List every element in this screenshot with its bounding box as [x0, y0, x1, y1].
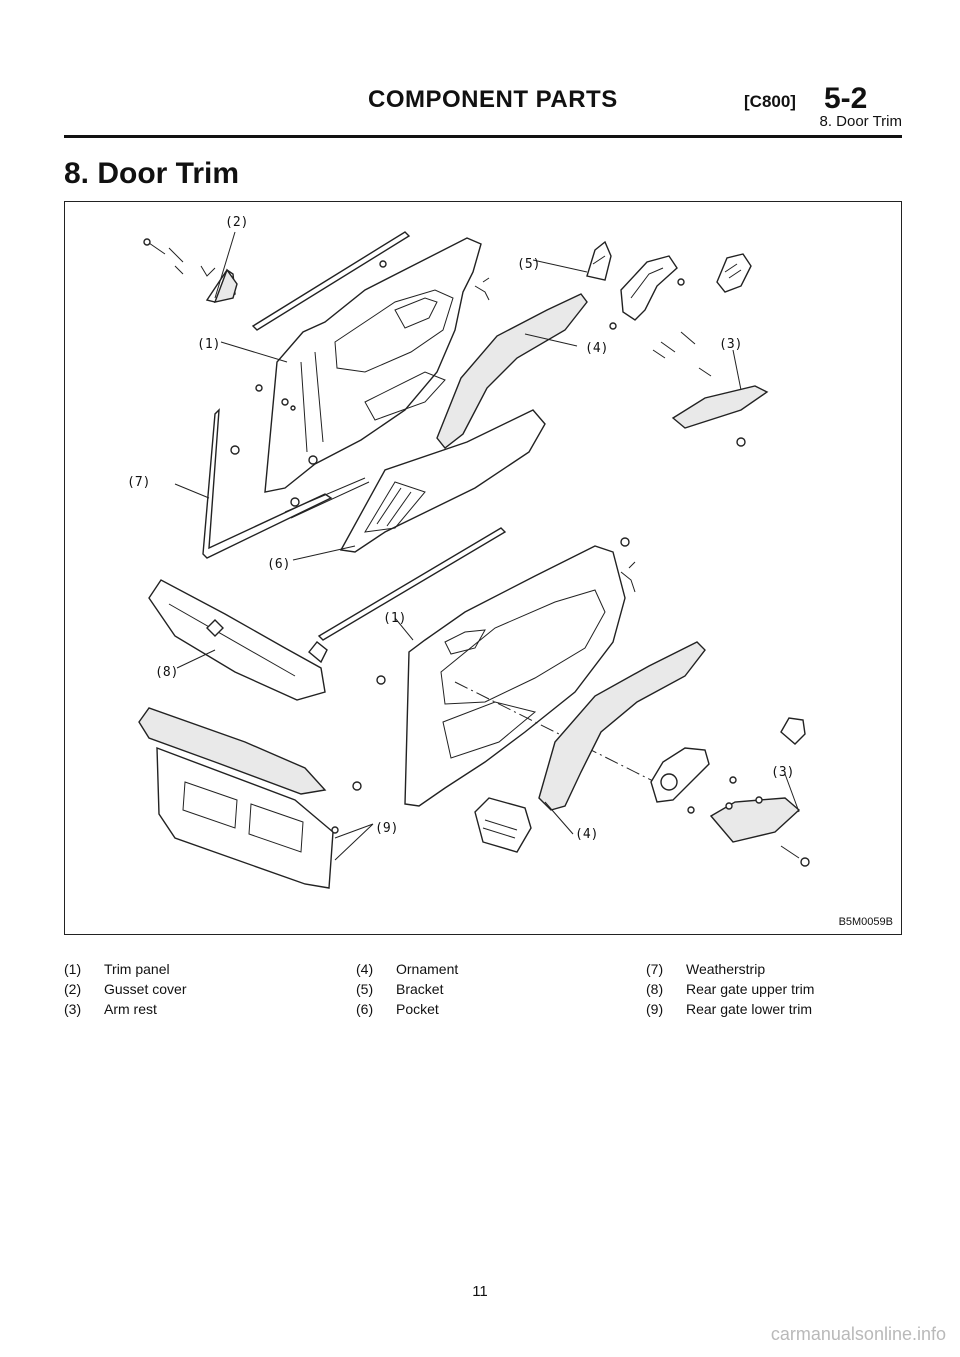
legend-column-3: (7)Weatherstrip (8)Rear gate upper trim … — [646, 959, 814, 1019]
legend-num: (9) — [646, 1001, 664, 1017]
rear-ornament-part — [538, 641, 706, 811]
rear-gate-lower-trim-part — [138, 707, 362, 889]
legend-item: (5) Bracket — [356, 979, 458, 999]
legend-name: Ornament — [396, 961, 459, 977]
legend-name: Rear gate upper trim — [686, 981, 815, 997]
upper-moulding-strip — [251, 231, 411, 331]
header-title: COMPONENT PARTS — [368, 86, 618, 113]
inner-handle-part — [609, 253, 752, 330]
header-section-number: 5-2 — [824, 82, 868, 115]
door-trim-illustration: (2) (5) (1) (3) (4) (7) (6) (1) (8) (3) … — [127, 215, 810, 889]
bracket-part — [586, 240, 612, 281]
weatherstrip-part — [202, 408, 333, 559]
header-subtitle: 8. Door Trim — [819, 113, 902, 130]
legend-name: Weatherstrip — [686, 961, 766, 977]
rear-armrest-part — [687, 796, 810, 867]
callout-rear-armrest: (3) — [771, 765, 794, 780]
callout-rear-gate-upper-trim: (8) — [155, 665, 178, 680]
legend-num: (1) — [64, 961, 82, 977]
legend-name: Arm rest — [104, 1001, 157, 1017]
legend-item: (3) Arm rest — [64, 999, 186, 1019]
legend-item: (4) Ornament — [356, 959, 458, 979]
legend-column-2: (4) Ornament (5) Bracket (6) Pocket — [356, 959, 458, 1019]
front-trim-panel-part — [230, 237, 490, 493]
legend-num: (7) — [646, 961, 664, 977]
section-title: 8. Door Trim — [64, 157, 240, 190]
legend-num: (5) — [356, 981, 374, 997]
callout-front-ornament: (4) — [585, 341, 608, 356]
legend-num: (2) — [64, 981, 82, 997]
legend-name: Gusset cover — [104, 981, 187, 997]
header-rule — [64, 135, 902, 138]
rear-inner-handle-part — [650, 717, 806, 803]
rear-trim-panel-part — [376, 537, 656, 807]
callout-rear-ornament: (4) — [575, 827, 598, 842]
callout-front-trim-panel: (1) — [197, 337, 220, 352]
legend-name: Trim panel — [104, 961, 170, 977]
callout-weatherstrip: (7) — [127, 475, 150, 490]
legend-item: (8) Rear gate upper trim — [646, 979, 814, 999]
rear-gate-upper-trim-part — [148, 579, 328, 701]
callout-pocket: (6) — [267, 557, 290, 572]
legend-num: (4) — [356, 961, 374, 977]
legend-num: (6) — [356, 1001, 374, 1017]
legend-name: Rear gate lower trim — [686, 1001, 813, 1017]
legend-item: (7) Weatherstrip — [646, 959, 814, 979]
callout-front-armrest: (3) — [719, 337, 742, 352]
lower-moulding-strip — [317, 527, 507, 641]
legend-item: (2) Gusset cover — [64, 979, 186, 999]
legend-item: (6) Pocket — [356, 999, 458, 1019]
callout-rear-trim-panel: (1) — [383, 611, 406, 626]
front-armrest-part — [652, 331, 769, 447]
callout-rear-gate-lower-trim: (9) — [375, 821, 398, 836]
callout-bracket: (5) — [517, 257, 540, 272]
legend-name: Pocket — [396, 1001, 439, 1017]
gusset-cover-part — [143, 238, 238, 303]
rear-pad-part — [474, 797, 532, 853]
callout-gusset-cover: (2) — [225, 215, 248, 230]
page-number: 11 — [472, 1283, 488, 1300]
legend-name: Bracket — [396, 981, 444, 997]
legend-item: (1) Trim panel — [64, 959, 186, 979]
exploded-diagram: (2) (5) (1) (3) (4) (7) (6) (1) (8) (3) … — [64, 201, 902, 935]
legend-column-1: (1) Trim panel (2) Gusset cover (3) Arm res… — [64, 959, 186, 1019]
legend-num: (8) — [646, 981, 664, 997]
legend-num: (3) — [64, 1001, 82, 1017]
header-code: [C800] — [744, 92, 796, 111]
figure-id: B5M0059B — [838, 916, 893, 928]
legend-item: (9) Rear gate lower trim — [646, 999, 814, 1019]
pocket-part — [284, 409, 546, 553]
front-ornament-part — [436, 293, 588, 449]
watermark: carmanualsonline.info — [770, 1324, 946, 1344]
